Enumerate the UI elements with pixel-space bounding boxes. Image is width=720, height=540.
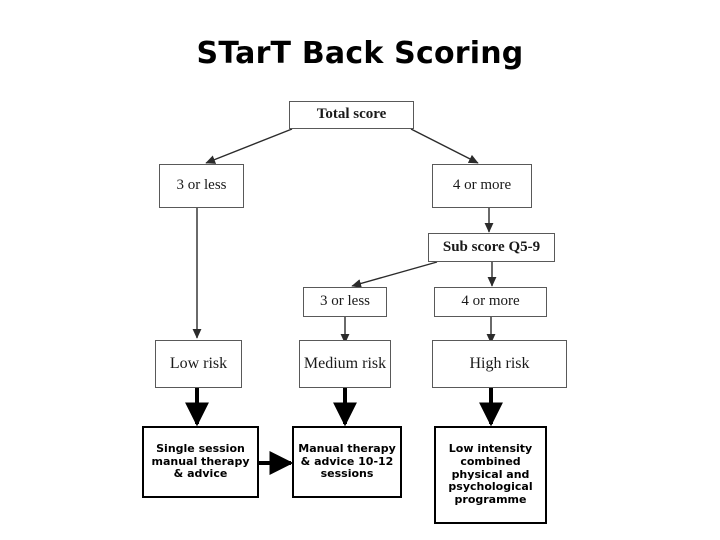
node-low-risk-label: Low risk (169, 354, 228, 372)
node-branch-3-or-less[interactable]: 3 or less (159, 164, 244, 208)
treatment-high-line-3: physical and (451, 467, 530, 481)
treatment-low-line-1: Single session (156, 442, 245, 456)
treatment-medium-line-1: Manual therapy (298, 442, 396, 456)
node-branch-4-or-more-label: 4 or more (452, 177, 512, 194)
node-branch-4-or-more[interactable]: 4 or more (432, 164, 532, 208)
treatment-high-line-1: Low intensity (448, 442, 533, 456)
treatment-low-line-2: manual therapy (151, 454, 250, 468)
treatment-high-line-5: programme (454, 492, 527, 506)
treatment-low-line-3: & advice (173, 467, 228, 481)
node-sub-3-or-less[interactable]: 3 or less (303, 287, 387, 317)
node-low-risk[interactable]: Low risk (155, 340, 242, 388)
node-sub-4-or-more[interactable]: 4 or more (434, 287, 547, 317)
node-sub-score[interactable]: Sub score Q5-9 (428, 233, 555, 262)
treatment-medium-line-2: & advice 10-12 (300, 454, 394, 468)
node-sub-4-or-more-label: 4 or more (461, 293, 520, 310)
node-high-risk-label: High risk (469, 354, 530, 372)
node-total-score-label: Total score (316, 106, 387, 123)
node-sub-3-or-less-label: 3 or less (320, 293, 370, 310)
treatment-high-line-4: psychological (448, 480, 533, 494)
page-title: STarT Back Scoring (196, 36, 524, 71)
node-medium-risk[interactable]: Medium risk (299, 340, 391, 388)
node-treatment-medium[interactable]: Manual therapy & advice 10-12 sessions (292, 426, 402, 498)
node-medium-risk-label: Medium risk (303, 354, 387, 372)
node-total-score[interactable]: Total score (289, 101, 414, 129)
node-branch-3-or-less-label: 3 or less (176, 177, 227, 194)
treatment-medium-line-3: sessions (320, 467, 374, 481)
treatment-high-line-2: combined (460, 455, 521, 469)
node-sub-score-label: Sub score Q5-9 (442, 238, 541, 255)
node-high-risk[interactable]: High risk (432, 340, 567, 388)
node-treatment-high[interactable]: Low intensity combined physical and psyc… (434, 426, 547, 524)
node-treatment-low[interactable]: Single session manual therapy & advice (142, 426, 259, 498)
